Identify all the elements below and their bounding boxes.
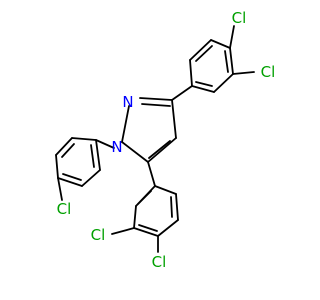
ring2-b6-inner bbox=[90, 144, 95, 168]
ring2-b4 bbox=[57, 177, 83, 187]
bond-c3-ar bbox=[171, 85, 193, 101]
ring3-b2 bbox=[133, 205, 137, 229]
ring1-b6-inner bbox=[195, 81, 213, 87]
ring1-b4-inner bbox=[224, 50, 229, 73]
atom-label-cl-top-right: Cl bbox=[232, 9, 247, 27]
atom-label-cl-left: Cl bbox=[57, 200, 72, 218]
bond-c3-c4 bbox=[171, 99, 177, 139]
bond-n1-n2 bbox=[121, 105, 130, 143]
ring3-b3-inner bbox=[138, 224, 158, 232]
bonds bbox=[55, 25, 255, 253]
ring1-b1 bbox=[189, 59, 193, 87]
ring1-b2-inner bbox=[195, 45, 213, 62]
ring1-b2 bbox=[189, 39, 212, 61]
structure-canvas: N N Cl Cl Cl Cl Cl bbox=[55, 9, 276, 271]
atom-label-cl-bottom: Cl bbox=[152, 253, 167, 271]
ring1-b5 bbox=[213, 73, 234, 93]
atom-label-cl-right: Cl bbox=[261, 63, 276, 81]
atom-labels: N N Cl Cl Cl Cl Cl bbox=[57, 9, 276, 271]
ring2-b3 bbox=[55, 154, 59, 179]
bond-ring2-cl bbox=[57, 177, 63, 201]
ring3-b5-inner bbox=[170, 196, 173, 218]
ring3-b3 bbox=[133, 227, 159, 237]
ring3-b4 bbox=[157, 219, 179, 237]
bond-ring3-cl-left bbox=[111, 227, 135, 235]
ring2-b4-inner bbox=[62, 173, 82, 181]
ring1-b4 bbox=[229, 47, 234, 75]
ring1-b6 bbox=[191, 85, 215, 93]
bond-c5-ar bbox=[147, 161, 156, 187]
ring3-b5 bbox=[175, 193, 179, 221]
bond-ring1-cl-top bbox=[229, 25, 235, 49]
atom-label-n2: N bbox=[122, 93, 133, 111]
bond-n2-c3 bbox=[139, 97, 173, 101]
ring2-b2-inner bbox=[61, 143, 75, 158]
bond-n1-ar bbox=[95, 139, 115, 149]
ring3-b1-inner bbox=[137, 190, 152, 205]
molecule-diagram: N N Cl Cl Cl Cl Cl bbox=[55, 9, 276, 271]
bond-ring1-cl-right bbox=[232, 71, 255, 75]
bond-c4-c5-double bbox=[148, 140, 171, 159]
ring2-b6 bbox=[95, 139, 101, 171]
ring3-b6 bbox=[154, 185, 177, 195]
bond-c5-n1 bbox=[121, 141, 149, 163]
bond-n2-c3-double bbox=[141, 103, 171, 107]
ring2-b1 bbox=[71, 137, 97, 141]
atom-label-n1: N bbox=[111, 138, 122, 156]
ring1-b3 bbox=[210, 39, 231, 49]
bond-c4-c5 bbox=[147, 137, 177, 163]
ring2-b5 bbox=[81, 169, 101, 187]
atom-label-cl-lower-left: Cl bbox=[91, 226, 106, 244]
ring2-b2 bbox=[55, 137, 73, 156]
